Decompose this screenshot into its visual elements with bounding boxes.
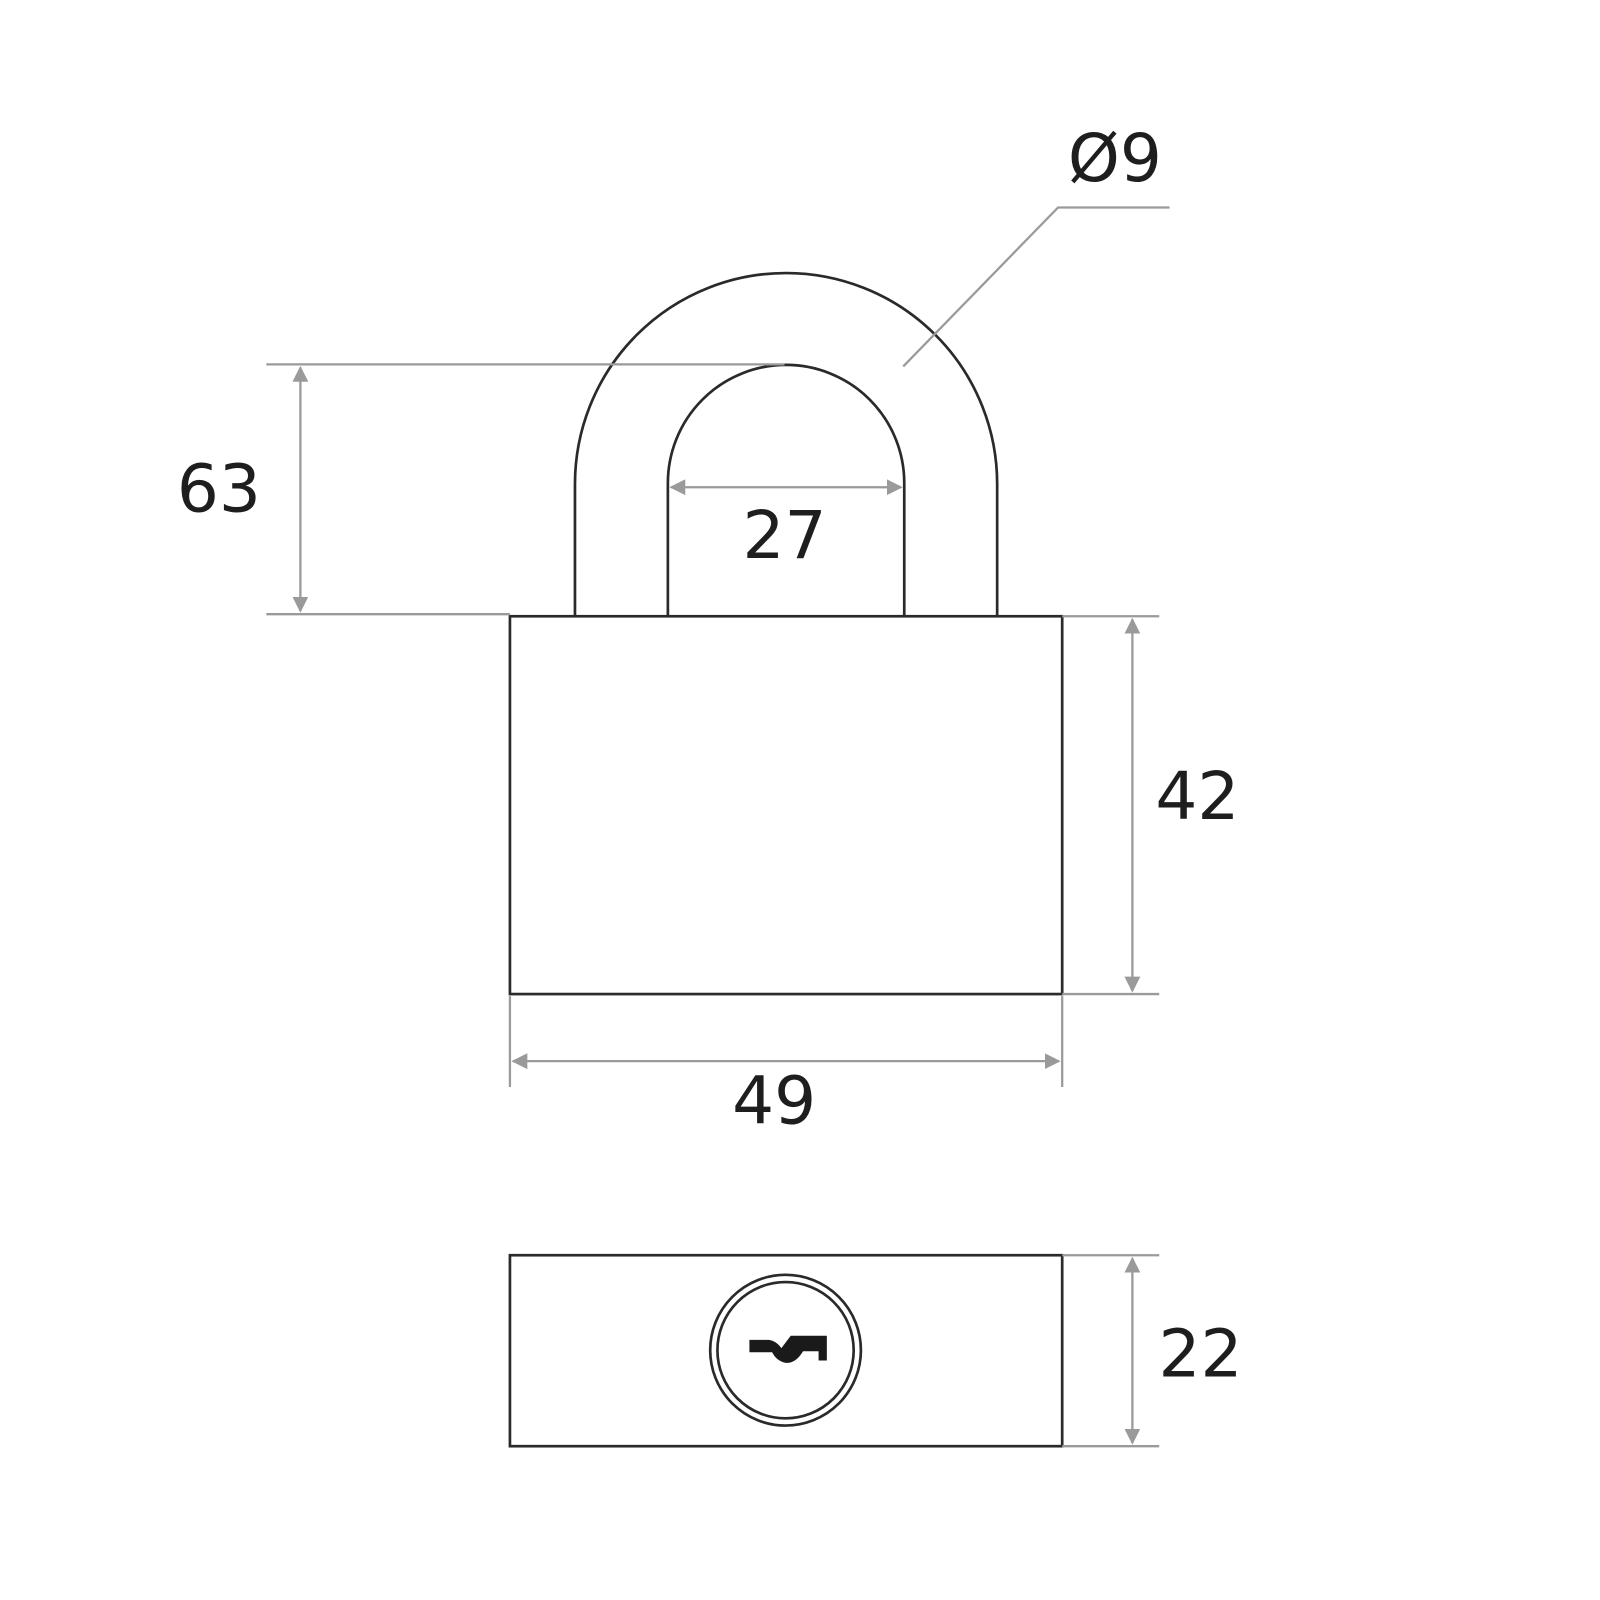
keyhole-icon [749, 1335, 827, 1363]
body-depth-dimension: 22 [1062, 1254, 1243, 1448]
lock-body-bottom [508, 1253, 1064, 1448]
shackle-outer [573, 271, 999, 617]
body-width-dimension: 49 [508, 996, 1064, 1140]
front-view [508, 271, 1064, 996]
bottom-view [508, 1253, 1064, 1448]
body-width-label: 49 [732, 1063, 816, 1140]
body-height-label: 42 [1155, 758, 1239, 835]
body-height-dimension: 42 [1062, 615, 1239, 996]
shackle-inner [666, 363, 906, 617]
keyway-outer-ring [708, 1273, 863, 1427]
shackle-diameter-label: Ø9 [1068, 120, 1162, 197]
leader-line [902, 206, 1170, 368]
shackle-inner-width-label: 27 [742, 497, 826, 574]
shackle-diameter-dimension: Ø9 [902, 120, 1170, 368]
keyway-inner-ring [716, 1280, 856, 1420]
shackle-inner-width-dimension: 27 [669, 479, 903, 574]
lock-body [508, 614, 1064, 996]
body-depth-label: 22 [1158, 1316, 1242, 1393]
shackle-height-label: 63 [177, 450, 261, 527]
shackle-height-dimension: 63 [177, 363, 785, 616]
